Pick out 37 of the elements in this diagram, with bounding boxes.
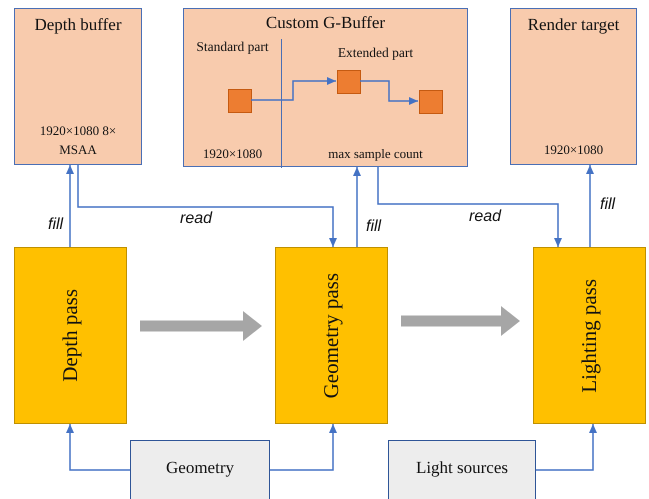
flow-arrow	[401, 306, 520, 336]
arrow	[251, 77, 336, 101]
arrow	[66, 165, 74, 247]
gbuffer-box	[183, 8, 468, 167]
pass-box	[533, 247, 646, 424]
input-box	[388, 440, 536, 499]
section-title: Standard part	[196, 39, 269, 55]
arrow	[360, 80, 418, 105]
arrow	[270, 424, 337, 471]
arrow	[77, 165, 337, 247]
input-label: Geometry	[166, 458, 234, 478]
section-title: Extended part	[338, 45, 414, 61]
arrow	[536, 424, 597, 471]
box-spec: 1920×1080	[544, 141, 604, 160]
pass-label: Lighting pass	[577, 278, 602, 392]
data-square	[228, 89, 252, 113]
section-spec: 1920×1080	[202, 145, 262, 164]
pass-label: Geometry pass	[319, 272, 344, 398]
input-label: Light sources	[416, 458, 508, 478]
box-spec: 1920×1080 8× MSAA	[38, 122, 118, 160]
data-square	[419, 90, 443, 114]
buffer-box	[510, 8, 637, 165]
arrow	[377, 167, 562, 247]
box-title: Render target	[528, 15, 620, 35]
data-square	[337, 70, 361, 94]
pass-label: Depth pass	[58, 289, 83, 382]
arrow	[353, 167, 361, 247]
box-title: Custom G-Buffer	[266, 13, 386, 33]
arrow	[66, 424, 130, 471]
section-spec: max sample count	[328, 145, 423, 164]
arrow	[586, 165, 594, 247]
flow-arrow	[140, 311, 262, 341]
box-title: Depth buffer	[34, 15, 122, 35]
buffer-box	[14, 8, 142, 165]
pass-box	[14, 247, 127, 424]
pass-box	[275, 247, 388, 424]
input-box	[130, 440, 270, 499]
